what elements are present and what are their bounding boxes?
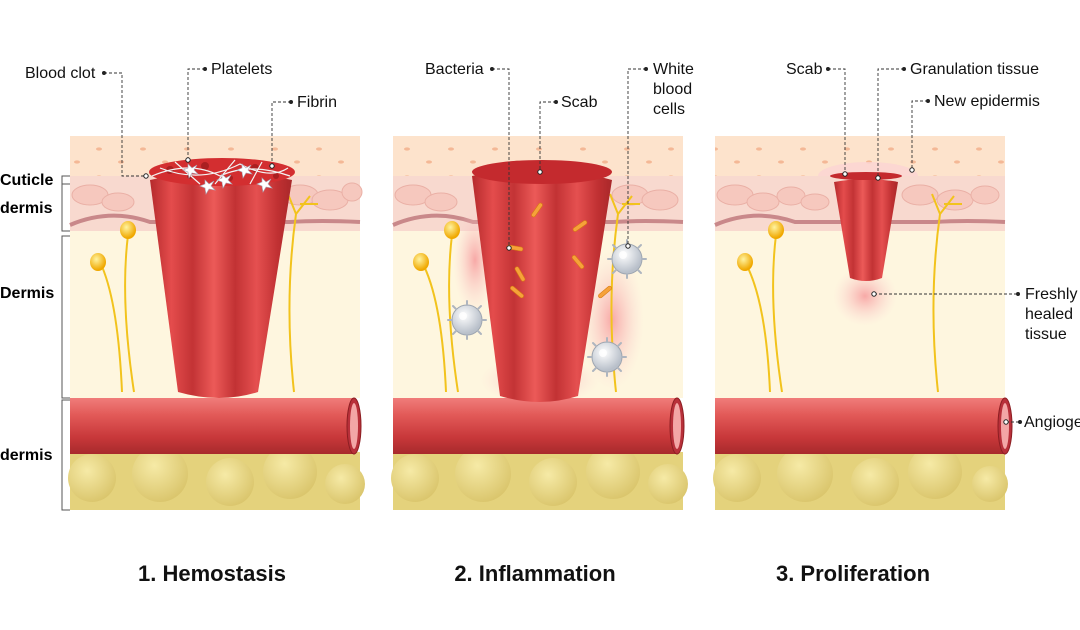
side-label-epidermis: dermis (0, 200, 53, 217)
stage-title-inflammation: 2. Inflammation (454, 561, 615, 586)
stage-title-proliferation: 3. Proliferation (776, 561, 930, 586)
nerve-ending (120, 221, 136, 239)
side-label-dermis: Dermis (0, 285, 54, 302)
platelets (182, 163, 273, 195)
label-granulation-tissue: Granulation tissue (910, 61, 1039, 78)
label-white-blood-cells-line2: blood (653, 81, 692, 98)
label-freshly-healed-line2: healed (1025, 306, 1073, 323)
nerve-ending (90, 253, 106, 271)
granulation-tissue (834, 179, 898, 281)
white-blood-cell (447, 300, 487, 340)
layer-bracket (61, 175, 70, 511)
stage-title-hemostasis: 1. Hemostasis (138, 561, 286, 586)
blood-vessel (70, 398, 354, 454)
panel-inflammation (391, 136, 688, 510)
small-scab (830, 172, 902, 180)
label-bacteria: Bacteria (425, 61, 484, 78)
label-fibrin: Fibrin (297, 94, 337, 111)
label-white-blood-cells-line1: White (653, 61, 694, 78)
label-freshly-healed-line1: Freshly (1025, 286, 1077, 303)
nerve-fiber (99, 193, 318, 393)
label-freshly-healed-line3: tissue (1025, 326, 1067, 343)
bacteria (506, 202, 612, 299)
side-label-hypodermis: dermis (0, 447, 53, 464)
panel-hemostasis (68, 136, 365, 510)
side-label-cuticle: Cuticle (0, 172, 53, 189)
label-white-blood-cells-line3: cells (653, 101, 685, 118)
label-platelets: Platelets (211, 61, 272, 78)
blood-clot (150, 172, 292, 398)
label-angiogenesis: Angioge (1024, 414, 1080, 431)
new-blood-vessel (715, 398, 1005, 454)
label-new-epidermis: New epidermis (934, 93, 1040, 110)
panel-proliferation (713, 136, 1013, 510)
label-scab: Scab (561, 94, 598, 111)
label-scab-small: Scab (786, 61, 823, 78)
fibrin-strands (151, 159, 291, 185)
healed-tissue-glow (833, 266, 897, 326)
clot-top (149, 158, 295, 186)
white-blood-cell (587, 337, 627, 377)
label-blood-clot: Blood clot (25, 65, 96, 82)
